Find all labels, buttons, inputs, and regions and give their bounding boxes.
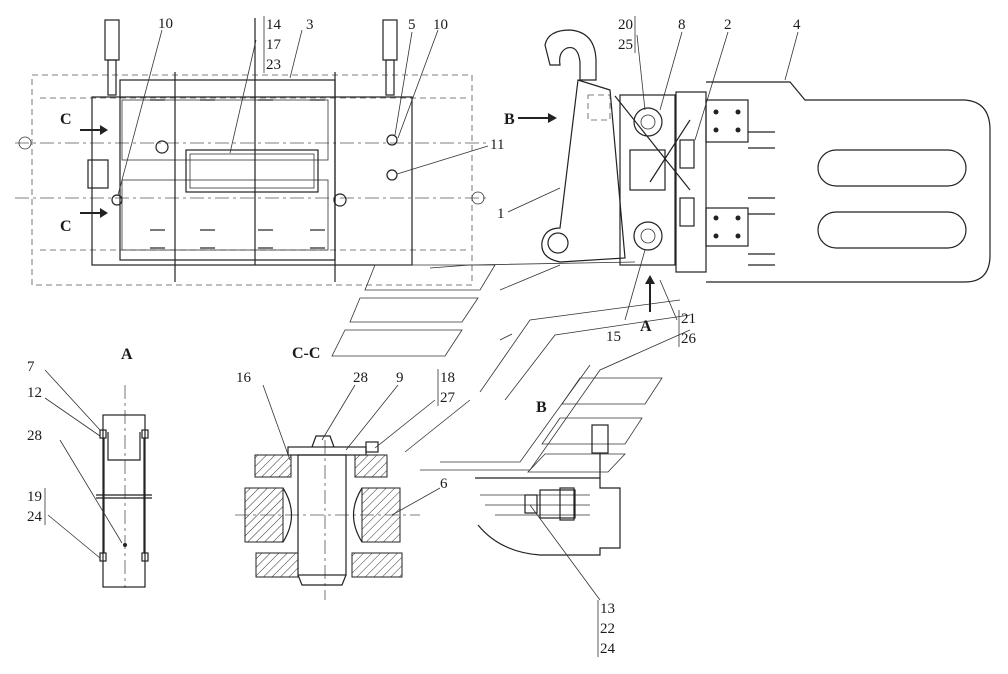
label-23: 23 [266,57,281,73]
projection-strips [331,261,691,473]
label-5: 5 [408,17,416,33]
label-11: 11 [490,137,504,153]
label-25: 25 [618,37,633,53]
label-24a: 24 [27,509,43,525]
callout-labels: 10 14 17 23 3 5 10 11 C C 20 25 8 2 4 B … [27,16,801,657]
label-18: 18 [440,370,455,386]
label-13: 13 [600,601,615,617]
title-view-b: B [536,399,547,416]
label-20: 20 [618,17,633,33]
side-view [507,29,991,321]
label-9: 9 [396,370,404,386]
view-a-detail [44,369,152,588]
label-4: 4 [793,17,801,33]
label-22: 22 [600,621,615,637]
label-brackets [44,16,680,657]
section-c-c [235,384,441,600]
label-24b: 24 [600,641,616,657]
label-c-bottom: C [60,218,72,235]
label-6: 6 [440,476,448,492]
label-17: 17 [266,37,282,53]
label-19: 19 [27,489,42,505]
view-titles: A C-C B [121,345,547,416]
label-12: 12 [27,385,42,401]
label-10b: 10 [433,17,448,33]
label-3: 3 [306,17,314,33]
label-21: 21 [681,311,696,327]
label-28b: 28 [353,370,368,386]
label-a-arrow: A [640,318,652,335]
label-16: 16 [236,370,252,386]
label-c-top: C [60,111,72,128]
label-10a: 10 [158,16,173,32]
label-26: 26 [681,331,697,347]
label-14: 14 [266,17,282,33]
label-15: 15 [606,329,621,345]
label-1: 1 [497,206,505,222]
label-7: 7 [27,359,35,375]
plan-view [15,18,490,286]
title-view-a: A [121,346,133,363]
label-28a: 28 [27,428,42,444]
label-8: 8 [678,17,686,33]
view-b-detail [475,424,621,601]
label-27: 27 [440,390,456,406]
label-2: 2 [724,17,732,33]
title-section-cc: C-C [292,345,320,362]
label-b-arrow: B [504,111,515,128]
